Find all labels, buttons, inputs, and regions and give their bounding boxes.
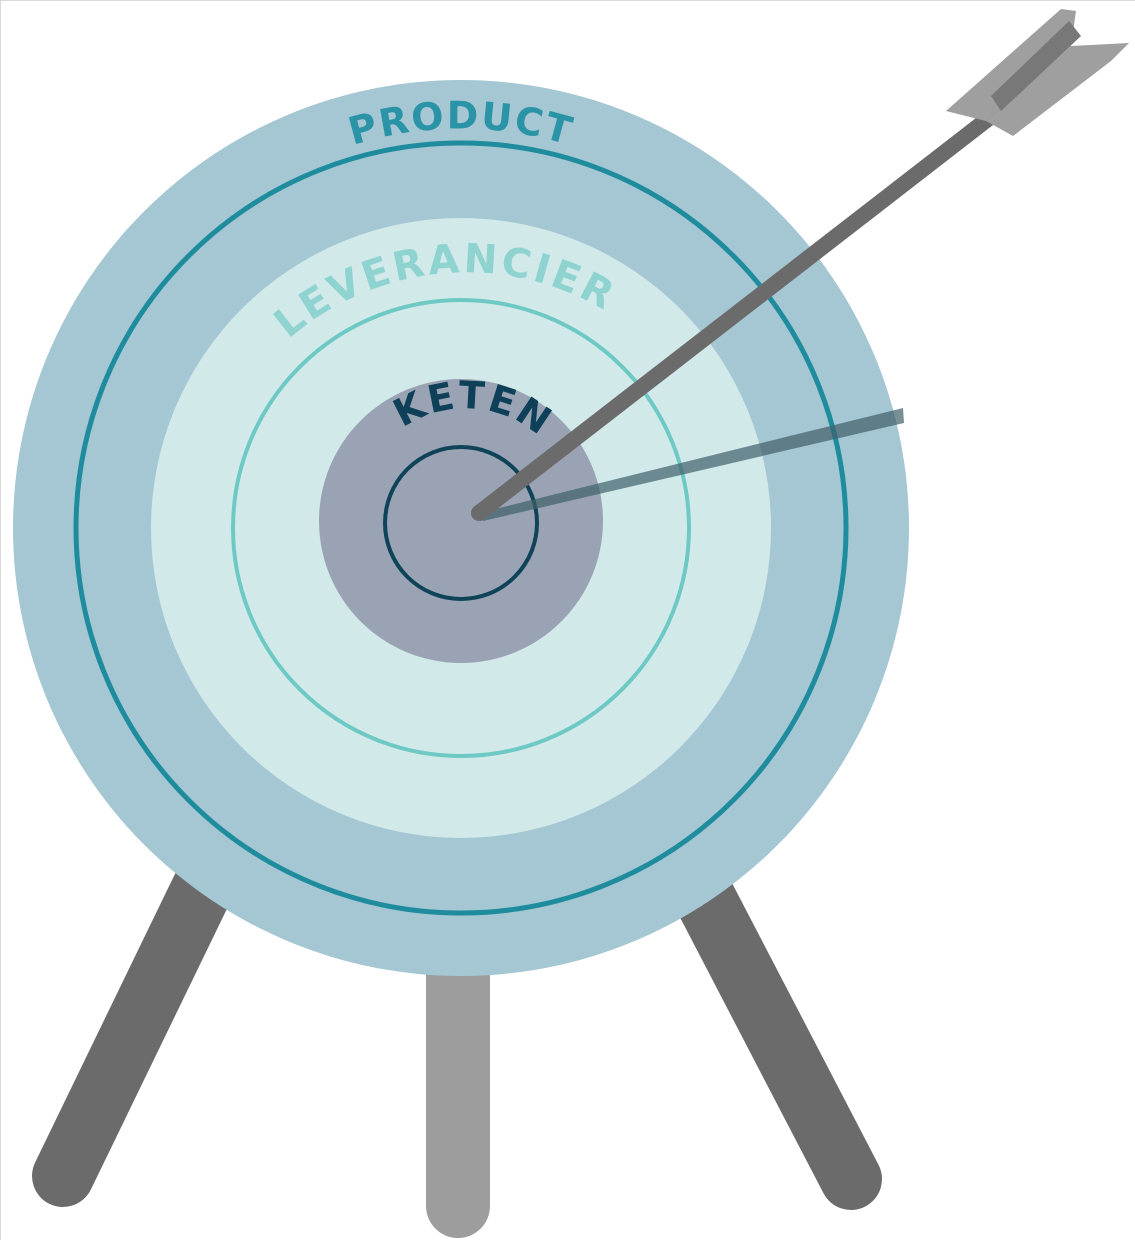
stand-leg-left bbox=[63, 881, 206, 1176]
bullseye-keten bbox=[319, 379, 603, 663]
target-board bbox=[13, 80, 909, 976]
stand-leg-right bbox=[696, 881, 851, 1179]
